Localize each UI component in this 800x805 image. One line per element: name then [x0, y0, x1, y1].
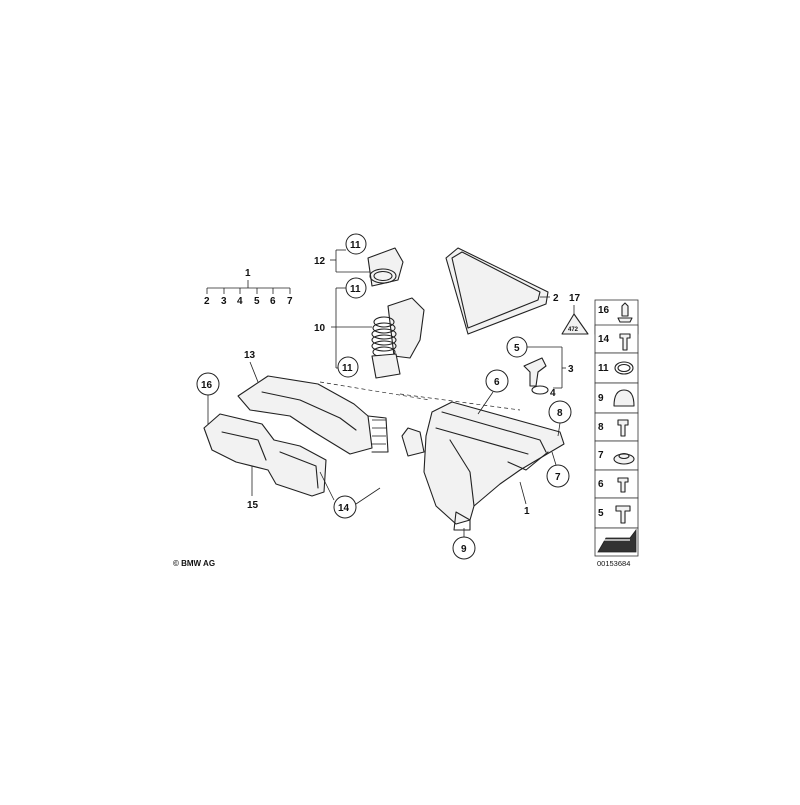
label-15: 15 [247, 500, 259, 511]
tree-label-7: 7 [287, 296, 293, 307]
callout-7 [546, 464, 570, 488]
label-4: 4 [550, 388, 556, 399]
part-3-fastener-set: 5 3 4 [506, 336, 574, 399]
hose-clamp-icon [614, 361, 634, 375]
svg-text:8: 8 [557, 408, 563, 419]
svg-text:11: 11 [350, 240, 361, 251]
intake-duct-shape [237, 375, 373, 455]
small-parts-sidebar: 16 14 11 9 8 7 6 5 00153684 [594, 299, 639, 568]
label-13: 13 [244, 350, 256, 361]
sidebar-label-9: 9 [598, 393, 604, 404]
label-3: 3 [568, 364, 574, 375]
tree-label-2: 2 [204, 296, 210, 307]
svg-text:11: 11 [342, 363, 353, 374]
label-1: 1 [524, 506, 530, 517]
push-rivet-icon [617, 302, 633, 323]
assembly-tree-1: 1 2 3 4 5 6 7 [204, 268, 293, 307]
part-12-adapter: 12 11 [314, 233, 404, 287]
fastener-shape [523, 357, 547, 387]
svg-text:9: 9 [461, 544, 467, 555]
diagram-id: 00153684 [597, 559, 630, 568]
sidebar-label-5: 5 [598, 508, 604, 519]
screw-icon [617, 419, 629, 437]
sidebar-label-8: 8 [598, 422, 604, 433]
warning-triangle-icon [561, 313, 589, 335]
rubber-mount-icon [613, 389, 635, 407]
sidebar-label-6: 6 [598, 479, 604, 490]
label-10: 10 [314, 323, 326, 334]
callout-11-top [345, 233, 367, 255]
tree-label-6: 6 [270, 296, 276, 307]
hose-clamp-bolt-icon [619, 333, 631, 351]
sidebar-label-7: 7 [598, 450, 604, 461]
tree-label-3: 3 [221, 296, 227, 307]
label-2: 2 [553, 293, 559, 304]
svg-text:16: 16 [201, 380, 213, 391]
filter-cover-shape [445, 247, 549, 335]
part-17-warning-label: 17 472 [561, 293, 589, 335]
svg-text:14: 14 [338, 503, 350, 514]
callout-6 [485, 369, 509, 393]
svg-text:472: 472 [568, 327, 579, 333]
part-13-intake-duct: 13 [237, 350, 389, 455]
sidebar-label-16: 16 [598, 305, 610, 316]
copyright-text: © BMW AG [173, 559, 215, 568]
svg-text:7: 7 [555, 472, 561, 483]
part-10-hose: 11 10 11 [314, 277, 425, 379]
sidebar-label-14: 14 [598, 334, 610, 345]
svg-text:11: 11 [350, 284, 361, 295]
label-17: 17 [569, 293, 581, 304]
small-screw-icon [617, 477, 629, 493]
clip-screw-icon [615, 505, 631, 524]
parts-8-7-callouts: 8 7 [546, 400, 572, 488]
tree-label-5: 5 [254, 296, 260, 307]
adapter-ring-shape [367, 247, 404, 287]
svg-text:6: 6 [494, 377, 500, 388]
filter-housing-shape [423, 401, 565, 525]
part-2-filter-cover: 2 [445, 247, 559, 335]
part-15-lower-duct: 16 15 14 [196, 372, 381, 519]
part-1-filter-housing: 6 1 [401, 369, 565, 531]
tree-label-4: 4 [237, 296, 243, 307]
svg-text:5: 5 [514, 343, 520, 354]
part-9-callout: 9 [452, 528, 476, 560]
callout-11-low [337, 356, 359, 378]
callout-14 [333, 495, 357, 519]
sidebar-label-11: 11 [598, 363, 609, 374]
label-12: 12 [314, 256, 326, 267]
label-1-tree: 1 [245, 268, 251, 279]
